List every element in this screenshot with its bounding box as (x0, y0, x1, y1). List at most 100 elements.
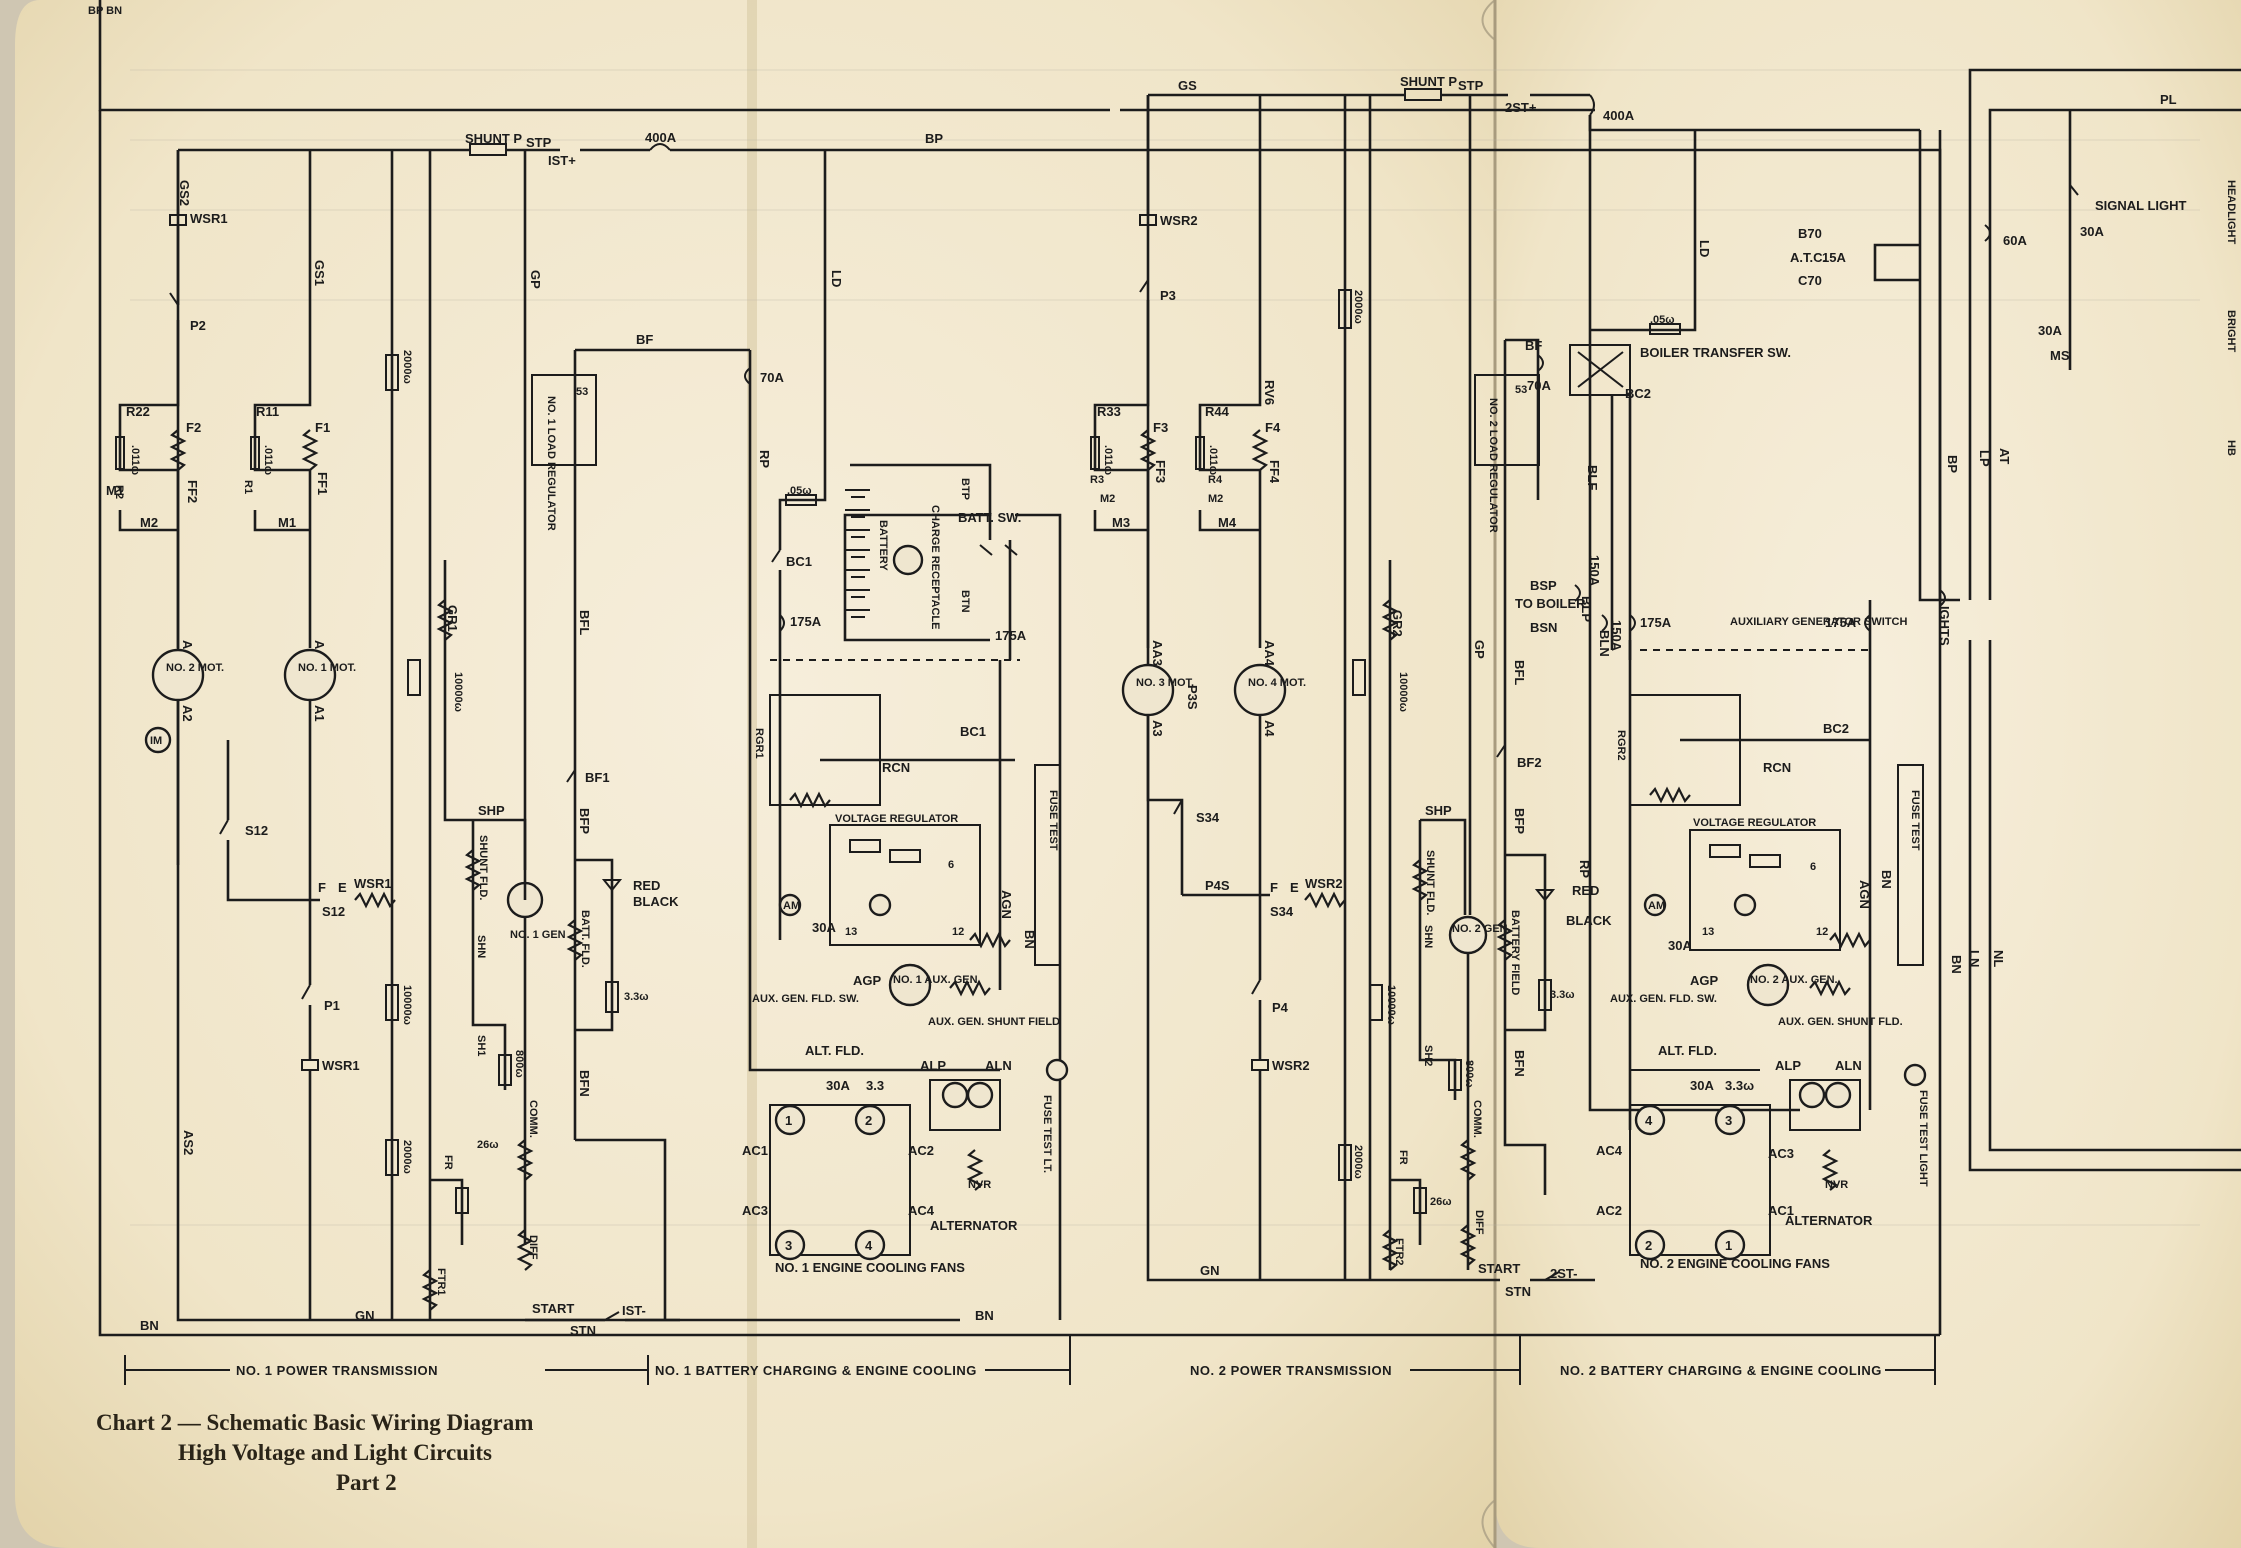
svg-text:IM: IM (150, 735, 162, 747)
svg-text:.05ω: .05ω (787, 485, 812, 497)
svg-text:A4: A4 (1262, 720, 1277, 737)
svg-text:WSR1: WSR1 (354, 876, 392, 891)
svg-text:AC2: AC2 (1596, 1203, 1622, 1218)
svg-text:3.3ω: 3.3ω (624, 991, 649, 1003)
svg-text:RED: RED (1572, 883, 1599, 898)
svg-text:.011ω: .011ω (129, 445, 141, 475)
svg-text:BATTERY FIELD: BATTERY FIELD (1509, 910, 1521, 995)
svg-text:P4: P4 (1272, 1000, 1289, 1015)
svg-text:DIFF: DIFF (527, 1235, 539, 1260)
svg-text:3: 3 (785, 1238, 792, 1253)
lights-circuits: PL BP LP AT 60A SIGNAL LIGHT 30A 30A MS … (1790, 68, 2241, 1172)
svg-text:B70: B70 (1798, 226, 1822, 241)
svg-text:AT: AT (1997, 448, 2012, 464)
svg-text:2000ω: 2000ω (1352, 290, 1364, 324)
svg-text:P4S: P4S (1205, 878, 1230, 893)
svg-text:P3S: P3S (1185, 685, 1200, 710)
svg-text:BFL: BFL (1512, 660, 1527, 685)
svg-text:12: 12 (1816, 926, 1828, 938)
svg-text:12: 12 (952, 926, 964, 938)
svg-text:10000ω: 10000ω (452, 672, 464, 712)
svg-text:NVR: NVR (1825, 1179, 1848, 1191)
svg-text:DIFF: DIFF (1473, 1210, 1485, 1235)
svg-text:AM: AM (1648, 900, 1665, 912)
svg-text:START: START (532, 1301, 574, 1316)
svg-text:SHUNT P: SHUNT P (1400, 74, 1457, 89)
svg-text:P3: P3 (1160, 288, 1176, 303)
svg-text:AC4: AC4 (1596, 1143, 1623, 1158)
svg-text:HEADLIGHT: HEADLIGHT (2225, 180, 2237, 244)
svg-text:R3: R3 (1090, 474, 1104, 486)
svg-text:53: 53 (1515, 384, 1527, 396)
svg-text:SHN: SHN (1422, 925, 1434, 948)
svg-text:ALN: ALN (985, 1058, 1012, 1073)
svg-text:R2: R2 (113, 485, 125, 499)
bleed-through-grid (130, 69, 2200, 1226)
svg-text:.011ω: .011ω (1207, 445, 1219, 475)
svg-text:SH2: SH2 (1422, 1045, 1434, 1066)
svg-text:2000ω: 2000ω (1352, 1145, 1364, 1179)
svg-text:R33: R33 (1097, 404, 1121, 419)
svg-text:13: 13 (1702, 926, 1714, 938)
svg-text:SHUNT P: SHUNT P (465, 131, 522, 146)
svg-text:BC2: BC2 (1625, 386, 1651, 401)
svg-text:NO. 1 GEN: NO. 1 GEN (510, 929, 566, 941)
svg-text:SHP: SHP (1425, 803, 1452, 818)
svg-text:AA3: AA3 (1150, 640, 1165, 666)
svg-text:10000ω: 10000ω (1385, 985, 1397, 1025)
svg-text:GS2: GS2 (177, 180, 192, 206)
svg-text:2: 2 (1645, 1238, 1652, 1253)
svg-text:BN: BN (975, 1308, 994, 1323)
svg-text:3.3: 3.3 (866, 1078, 884, 1093)
svg-text:BLN: BLN (1597, 630, 1612, 657)
svg-text:AA4: AA4 (1262, 640, 1277, 667)
svg-text:MS: MS (2050, 348, 2070, 363)
svg-text:BFN: BFN (577, 1070, 592, 1097)
svg-text:400A: 400A (645, 130, 677, 145)
svg-text:STN: STN (1505, 1284, 1531, 1299)
svg-text:R1: R1 (242, 480, 254, 494)
svg-text:C70: C70 (1798, 273, 1822, 288)
svg-text:26ω: 26ω (477, 1139, 499, 1151)
svg-text:BTN: BTN (959, 590, 971, 613)
svg-text:LD: LD (1697, 240, 1712, 257)
svg-text:BLF: BLF (1585, 465, 1600, 490)
svg-text:R22: R22 (126, 404, 150, 419)
section-bar: NO. 1 POWER TRANSMISSION NO. 1 BATTERY C… (124, 1335, 1936, 1385)
svg-text:NO. 2 GEN.: NO. 2 GEN. (1452, 923, 1511, 935)
svg-text:4: 4 (1645, 1113, 1653, 1128)
svg-text:S34: S34 (1196, 810, 1220, 825)
svg-text:RP: RP (1577, 860, 1592, 878)
svg-text:S34: S34 (1270, 904, 1294, 919)
svg-text:AC1: AC1 (1768, 1203, 1794, 1218)
svg-text:START: START (1478, 1261, 1520, 1276)
svg-text:FR: FR (442, 1155, 454, 1170)
svg-text:FR: FR (1397, 1150, 1409, 1165)
svg-text:RGR2: RGR2 (1615, 730, 1627, 761)
svg-text:SH1: SH1 (475, 1035, 487, 1056)
svg-text:SHUNT FLD.: SHUNT FLD. (1424, 850, 1436, 915)
title-line-3: Part 2 (336, 1470, 397, 1495)
svg-text:FTR2: FTR2 (1393, 1238, 1405, 1266)
svg-text:NO. 1 AUX. GEN.: NO. 1 AUX. GEN. (893, 974, 981, 986)
svg-text:IST-: IST- (622, 1303, 646, 1318)
svg-text:SHUNT FLD.: SHUNT FLD. (477, 835, 489, 900)
svg-text:M3: M3 (1112, 515, 1130, 530)
svg-text:BN: BN (140, 1318, 159, 1333)
svg-text:70A: 70A (1527, 378, 1551, 393)
svg-text:BP BN: BP BN (88, 5, 122, 17)
section-label-4: NO. 2 BATTERY CHARGING & ENGINE COOLING (1560, 1363, 1882, 1378)
svg-text:FUSE TEST LT.: FUSE TEST LT. (1041, 1095, 1053, 1173)
section-label-3: NO. 2 POWER TRANSMISSION (1190, 1363, 1392, 1378)
svg-text:AGP: AGP (853, 973, 882, 988)
svg-text:NO. 2 MOT.: NO. 2 MOT. (166, 662, 224, 674)
svg-text:GP: GP (1472, 640, 1487, 659)
svg-text:ALN: ALN (1835, 1058, 1862, 1073)
svg-text:BN: BN (1949, 955, 1964, 974)
svg-text:M2: M2 (1100, 493, 1115, 505)
svg-text:GS1: GS1 (312, 260, 327, 286)
svg-text:ALTERNATOR: ALTERNATOR (1785, 1213, 1873, 1228)
svg-text:2ST-: 2ST- (1550, 1266, 1577, 1281)
svg-text:A2: A2 (180, 705, 195, 722)
svg-text:WSR2: WSR2 (1160, 213, 1198, 228)
